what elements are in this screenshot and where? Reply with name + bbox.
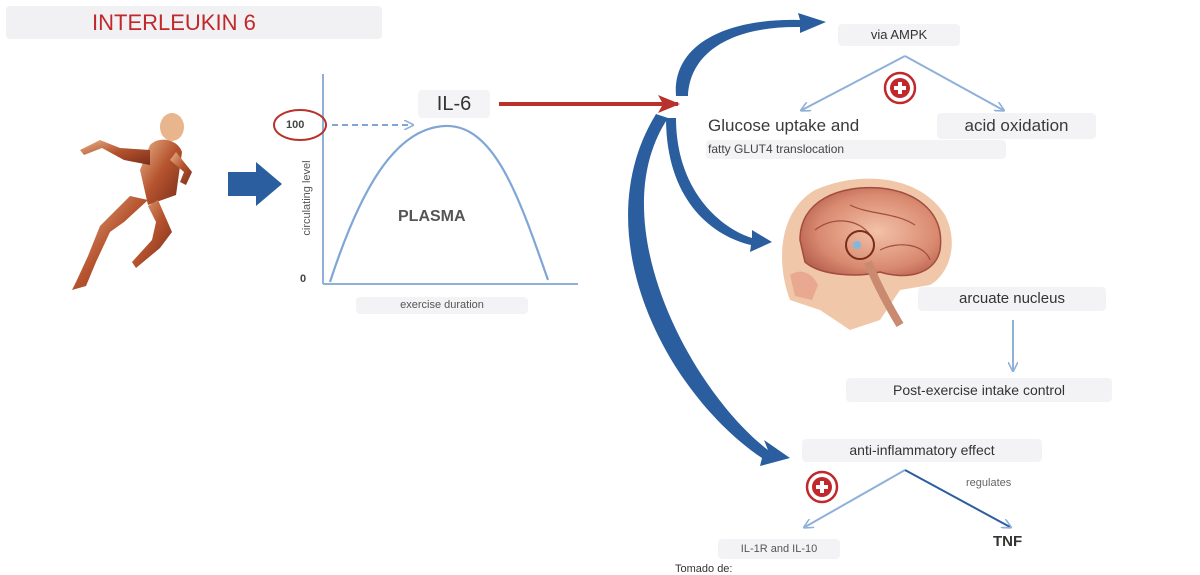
glut4-label: fatty GLUT4 translocation: [706, 140, 1006, 159]
y-max-tick: 100: [286, 119, 305, 131]
runner-figure: [72, 113, 192, 290]
metabolism-split: [802, 55, 1003, 110]
glucose-uptake-label: Glucose uptake and: [708, 116, 860, 135]
plus-badge-bottom: [805, 470, 839, 504]
arcuate-nucleus-label: arcuate nucleus: [918, 287, 1106, 311]
peak-circle: [273, 109, 327, 141]
plasma-plot: [273, 74, 578, 285]
diagram-title: INTERLEUKIN 6: [6, 6, 382, 39]
plasma-curve: [328, 124, 550, 283]
exercise-arrow: [228, 162, 282, 206]
brain-cross-section: [782, 178, 952, 330]
source-fragment: Tomado de:: [675, 563, 733, 575]
acid-oxidation-label: acid oxidation: [937, 113, 1096, 139]
flow-arrows: [628, 13, 826, 466]
anti-inflammatory-label: anti-inflammatory effect: [802, 439, 1042, 462]
intake-control-label: Post-exercise intake control: [846, 378, 1112, 402]
il6-label: IL-6: [418, 90, 490, 118]
inflammation-split: [805, 469, 1010, 527]
x-axis-label: exercise duration: [356, 297, 528, 314]
y-axis-label: circulating level: [301, 160, 313, 236]
y-min-tick: 0: [300, 273, 307, 285]
il1r-il10-label: IL-1R and IL-10: [718, 539, 840, 559]
via-ampk-label: via AMPK: [838, 24, 960, 46]
plasma-label: PLASMA: [398, 208, 466, 225]
plus-badge-top: [883, 71, 917, 105]
tnf-label: TNF: [993, 533, 1023, 550]
regulates-label: regulates: [966, 477, 1012, 489]
